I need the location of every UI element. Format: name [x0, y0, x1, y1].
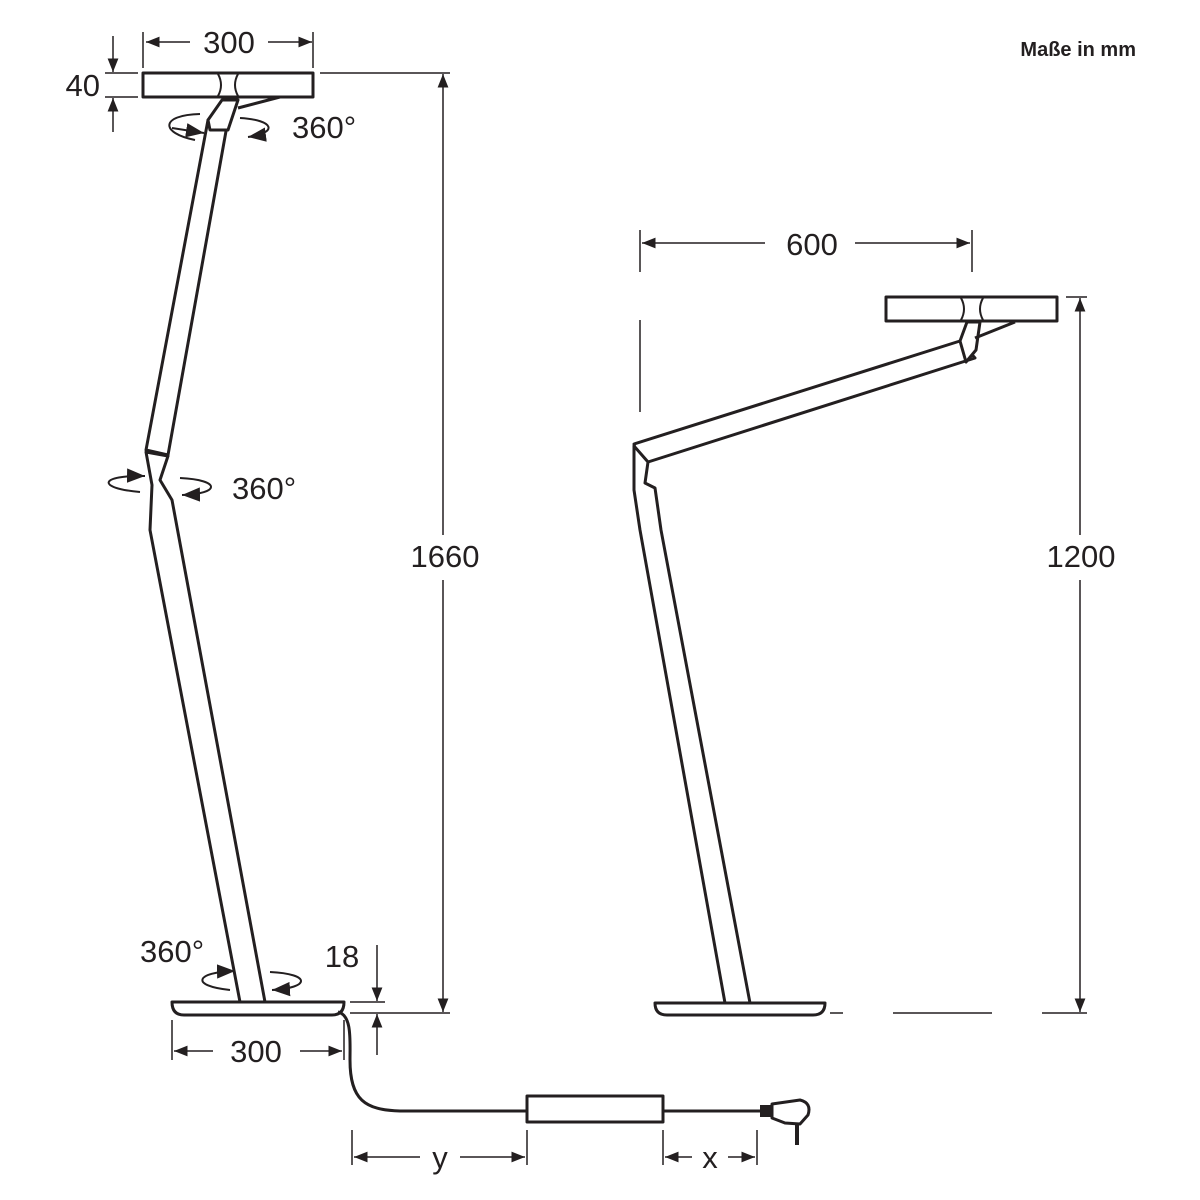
lamp-head — [141, 71, 315, 99]
units-note: Maße in mm — [1020, 39, 1136, 61]
head-rotation-label: 360° — [292, 110, 356, 145]
power-supply — [525, 1094, 665, 1124]
head-joint — [958, 320, 982, 364]
rotation-arrow-icon — [201, 964, 236, 991]
lamp-base — [170, 1000, 346, 1017]
reach-label: 600 — [786, 227, 838, 262]
lower-arm — [632, 444, 752, 1005]
left-dimensions: 300 40 1660 18 300 — [66, 25, 480, 1069]
right-lamp — [632, 295, 1059, 1017]
head-height-label: 40 — [66, 68, 100, 103]
head-joint — [206, 98, 240, 132]
total-height-label: 1660 — [411, 539, 480, 574]
upper-arm — [144, 118, 230, 457]
base-rotation-label: 360° — [140, 934, 204, 969]
lower-arm — [144, 450, 267, 1004]
cable-length-y-label: y — [432, 1140, 448, 1175]
lamp-base — [653, 1001, 827, 1017]
rotation-arrow-icon — [239, 117, 270, 142]
base-width-label: 300 — [230, 1034, 282, 1069]
head-width-label: 300 — [203, 25, 255, 60]
rotation-arrow-icon — [168, 113, 201, 141]
base-height-label: 18 — [325, 939, 359, 974]
upper-arm — [632, 339, 977, 464]
rotation-arrow-icon — [107, 468, 146, 493]
joint-rotation-label: 360° — [232, 471, 296, 506]
cable-length-x-label: x — [702, 1140, 718, 1175]
rotation-arrow-icon — [179, 477, 212, 502]
rotation-arrow-icon — [269, 971, 302, 997]
lamp-head — [884, 295, 1059, 323]
left-lamp: 360° 360° 360° — [107, 71, 356, 1017]
power-cable: y x — [337, 1010, 811, 1175]
plug-icon — [760, 1098, 811, 1145]
height-label: 1200 — [1047, 539, 1116, 574]
right-dimensions: 600 1200 — [639, 227, 1116, 1014]
